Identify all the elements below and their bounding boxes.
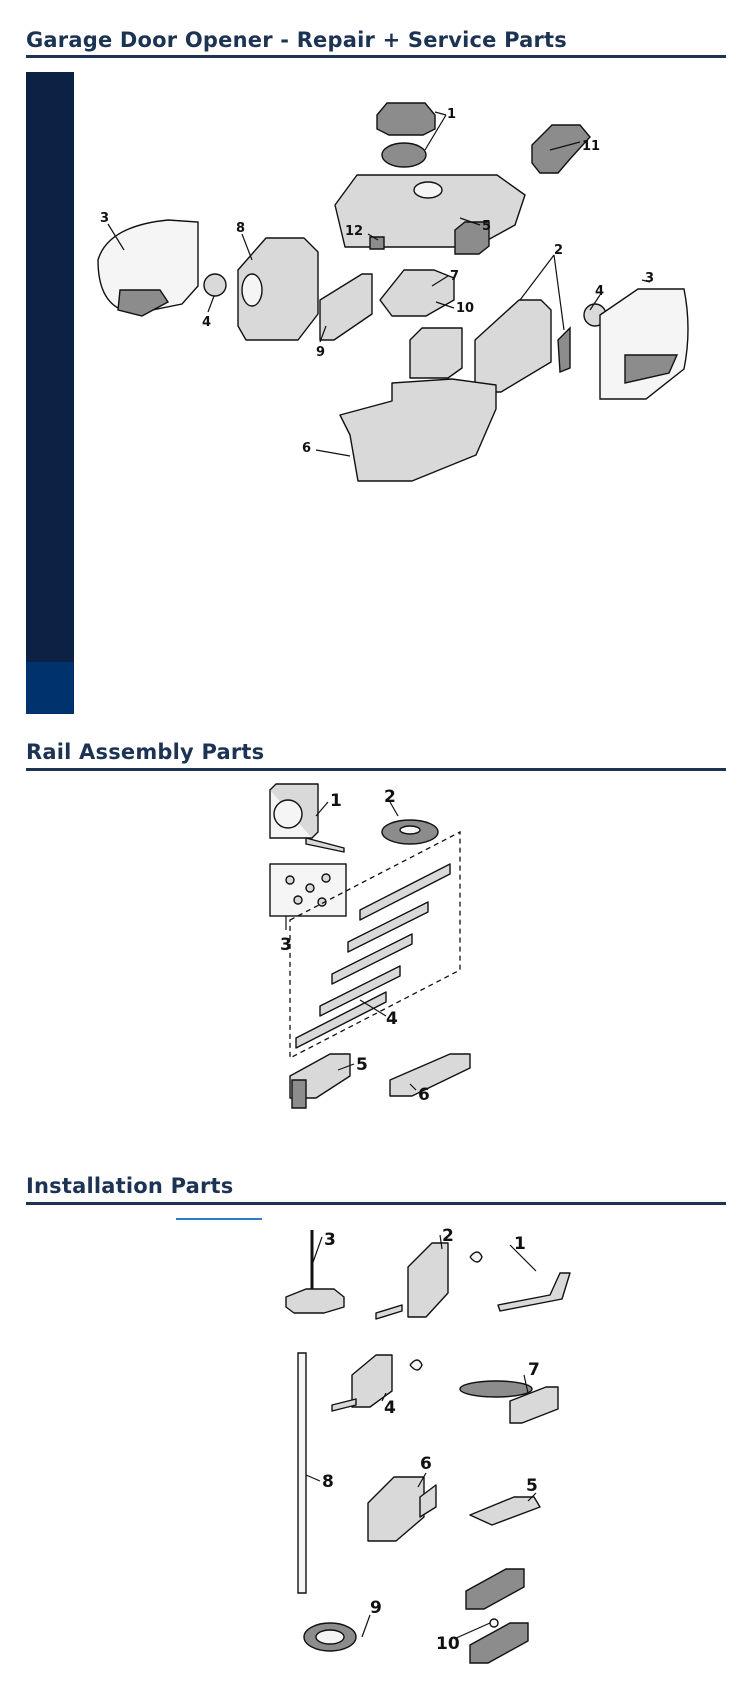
install-callout-7: 7 (528, 1360, 540, 1380)
opener-sidebar-accent (26, 662, 74, 714)
install-parts-diagram: 3 2 1 4 7 8 6 5 9 10 (285, 1226, 571, 1664)
opener-callout-3-left: 3 (100, 211, 109, 226)
install-link-underline (176, 1218, 262, 1220)
install-section-title: Installation Parts (26, 1174, 234, 1198)
opener-callout-8: 8 (236, 221, 245, 236)
rail-callout-5: 5 (356, 1055, 368, 1075)
install-callout-3: 3 (324, 1230, 336, 1250)
rail-callout-4: 4 (386, 1009, 398, 1029)
opener-callout-5: 5 (482, 219, 491, 234)
rail-callout-3: 3 (280, 935, 292, 955)
opener-section-title: Garage Door Opener - Repair + Service Pa… (26, 28, 567, 52)
opener-callout-12: 12 (345, 224, 363, 239)
rail-exploded-diagram: 1 2 3 4 5 6 (269, 783, 471, 1109)
opener-callout-1: 1 (447, 107, 456, 122)
rail-callout-1: 1 (330, 791, 342, 811)
opener-callout-6: 6 (302, 441, 311, 456)
opener-title-rule (26, 55, 726, 58)
opener-callout-10: 10 (456, 301, 474, 316)
opener-callout-11: 11 (582, 139, 600, 154)
install-callout-5: 5 (526, 1476, 538, 1496)
install-callout-1: 1 (514, 1234, 526, 1254)
opener-callout-4-right: 4 (595, 284, 604, 299)
opener-callout-3-right: 3 (645, 271, 654, 286)
rail-section-title: Rail Assembly Parts (26, 740, 265, 764)
rail-callout-6: 6 (418, 1085, 430, 1105)
install-callout-9: 9 (370, 1598, 382, 1618)
rail-callout-2: 2 (384, 787, 396, 807)
opener-exploded-diagram: 1 11 3 8 12 5 2 3 4 7 10 4 9 6 (97, 102, 689, 482)
install-callout-8: 8 (322, 1472, 334, 1492)
install-callout-4: 4 (384, 1398, 396, 1418)
install-callout-10: 10 (436, 1634, 460, 1654)
opener-callout-4-left: 4 (202, 315, 211, 330)
opener-callout-7: 7 (450, 269, 459, 284)
opener-callout-9: 9 (316, 345, 325, 360)
opener-callout-2: 2 (554, 243, 563, 258)
install-callout-6: 6 (420, 1454, 432, 1474)
opener-sidebar (26, 72, 74, 714)
install-callout-2: 2 (442, 1226, 454, 1246)
rail-title-rule (26, 768, 726, 771)
install-title-rule (26, 1202, 726, 1205)
